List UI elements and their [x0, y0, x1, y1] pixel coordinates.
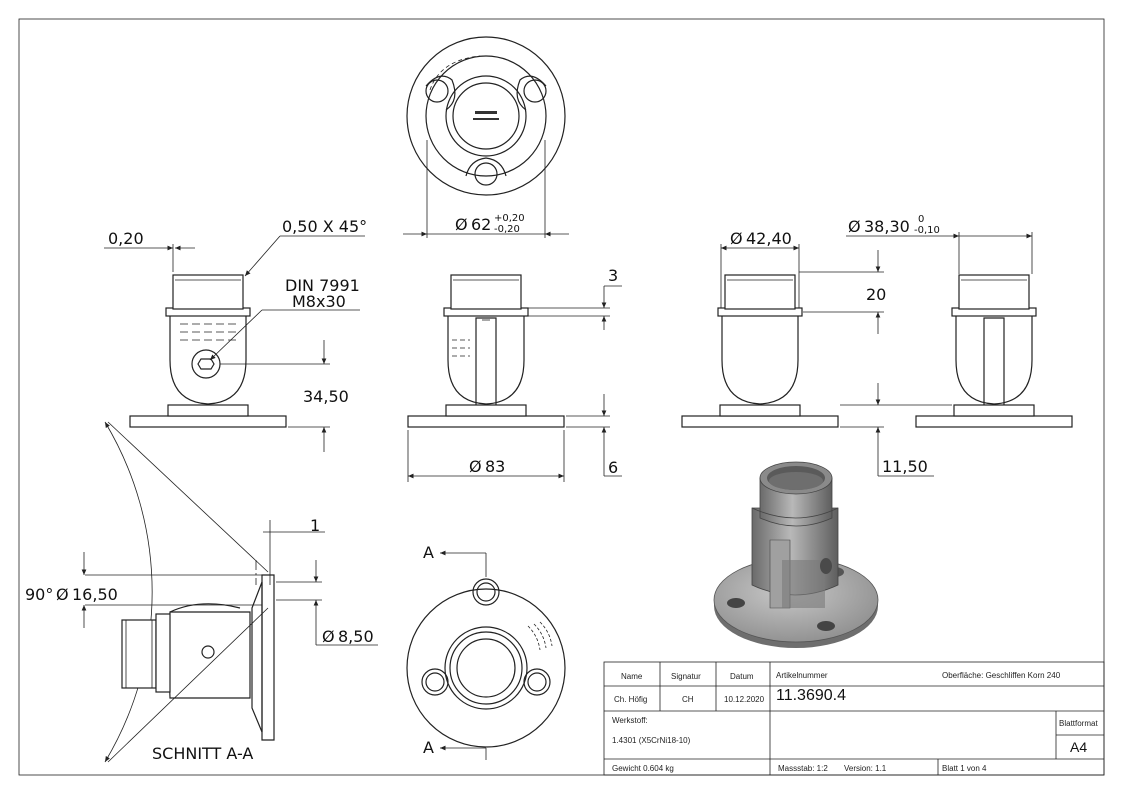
tb-werkstoff: 1.4301 (X5CrNi18-10) [612, 736, 691, 745]
tb-blatt: Blatt 1 von 4 [942, 764, 987, 773]
tb-signatur: CH [682, 695, 694, 704]
dim-d16-symbol: Ø [56, 585, 69, 604]
dim-d83-symbol: Ø [469, 457, 482, 476]
tb-blattformat: A4 [1070, 739, 1087, 755]
tb-artikel-label: Artikelnummer [776, 671, 828, 680]
dim-20: 20 [866, 285, 886, 304]
tb-massstab: Massstab: 1:2 [778, 764, 828, 773]
tb-blattformat-label: Blattformat [1059, 719, 1098, 728]
section-a-a [81, 421, 378, 763]
dim-d42-symbol: Ø [730, 229, 743, 248]
front-view-middle [407, 274, 622, 482]
dim-6: 6 [608, 458, 618, 477]
title-block [603, 661, 1105, 776]
dim-angle: 90° [25, 585, 53, 604]
dim-d62-tol-upper: +0,20 [494, 213, 525, 224]
drawing-border [18, 18, 1105, 776]
dim-d83: 83 [485, 457, 505, 476]
dim-1: 1 [310, 516, 320, 535]
dim-d16-50: 16,50 [72, 585, 118, 604]
tb-werkstoff-label: Werkstoff: [612, 716, 648, 725]
section-marker-top: A [423, 543, 434, 562]
dim-11-50: 11,50 [882, 457, 928, 476]
section-marker-bottom: A [423, 738, 434, 757]
top-view [403, 36, 569, 238]
dim-d62-tol-lower: -0,20 [494, 224, 520, 235]
bottom-view [406, 550, 566, 760]
front-view-left [104, 235, 365, 452]
dim-d62-symbol: Ø [455, 215, 468, 234]
tb-datum: 10.12.2020 [724, 695, 765, 704]
dim-d62: 62 [471, 215, 491, 234]
tb-header-signatur: Signatur [671, 672, 701, 681]
tb-gewicht: Gewicht 0.604 kg [612, 764, 674, 773]
front-view-right-a [681, 244, 952, 477]
dim-d38-tol-lower: -0,10 [914, 225, 940, 236]
dim-d38-tol-upper: 0 [918, 214, 924, 225]
dim-3: 3 [608, 266, 618, 285]
dim-d38-30: 38,30 [864, 217, 910, 236]
dim-d8-symbol: Ø [322, 627, 335, 646]
tb-header-datum: Datum [730, 672, 754, 681]
tb-version: Version: 1.1 [844, 764, 887, 773]
label-din: DIN 7991 [285, 276, 360, 295]
dim-chamfer: 0,50 X 45° [282, 217, 367, 236]
isometric-render [713, 461, 879, 648]
tb-header-name: Name [621, 672, 643, 681]
tb-oberflaeche: Oberfläche: Geschliffen Korn 240 [942, 671, 1061, 680]
dim-d38-symbol: Ø [848, 217, 861, 236]
dim-34-50: 34,50 [303, 387, 349, 406]
dim-d8-50: 8,50 [338, 627, 374, 646]
section-label: SCHNITT A-A [152, 744, 253, 763]
dim-0-20: 0,20 [108, 229, 144, 248]
front-view-right-b [846, 232, 1073, 428]
tb-artikel: 11.3690.4 [776, 687, 846, 704]
label-screw: M8x30 [292, 292, 346, 311]
tb-name: Ch. Höfig [614, 695, 647, 704]
dim-d42-40: 42,40 [746, 229, 792, 248]
